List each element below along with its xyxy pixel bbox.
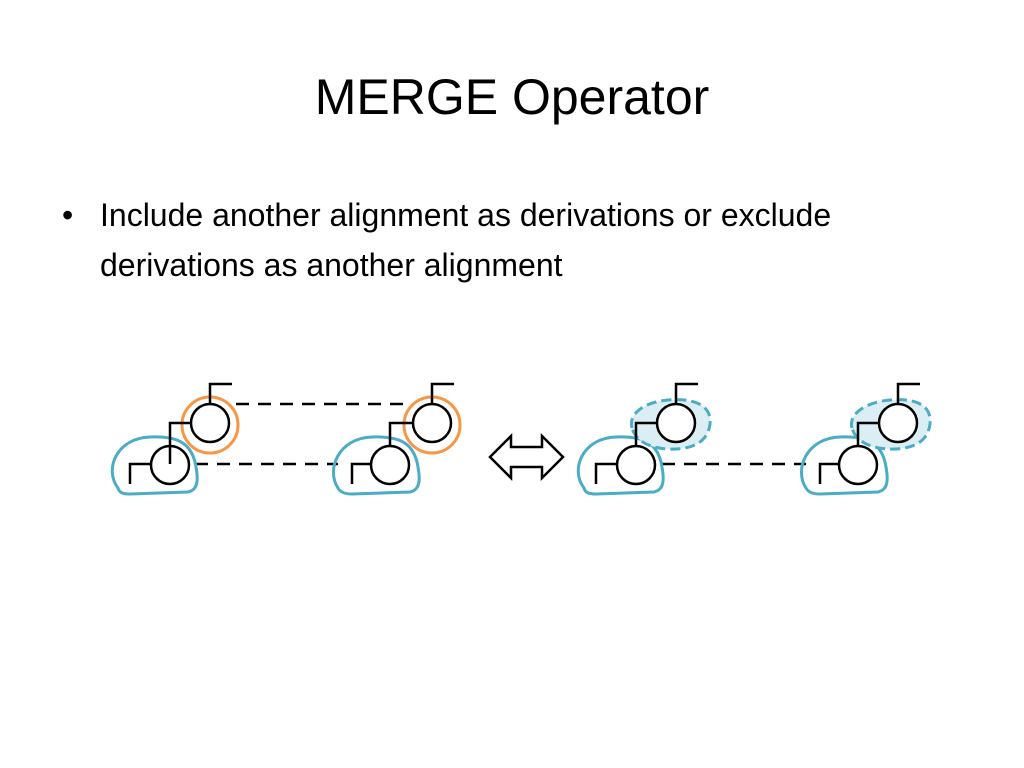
bullet-item: • Include another alignment as derivatio… (60, 190, 960, 290)
left-alignment-group (110, 382, 462, 496)
left-target-upper-node (388, 382, 462, 455)
right-target-blob (800, 435, 889, 496)
slide-title: MERGE Operator (314, 69, 710, 125)
bullet-dot-icon: • (62, 197, 74, 233)
left-source-blob (110, 435, 199, 496)
bullet-list: • Include another alignment as derivatio… (60, 190, 960, 290)
right-alignment-group (576, 382, 932, 496)
left-source-upper-node (168, 382, 240, 464)
left-target-blob (332, 435, 421, 496)
right-source-blob (576, 435, 665, 496)
right-target-lower-node (818, 444, 879, 486)
right-source-lower-node (594, 444, 657, 486)
bullet-text: Include another alignment as derivations… (100, 197, 832, 283)
right-source-upper-node (634, 382, 698, 446)
left-target-lower-node (350, 444, 411, 486)
left-source-lower-node (128, 444, 191, 486)
right-target-upper-node (856, 382, 920, 446)
double-headed-arrow-icon (488, 432, 565, 482)
